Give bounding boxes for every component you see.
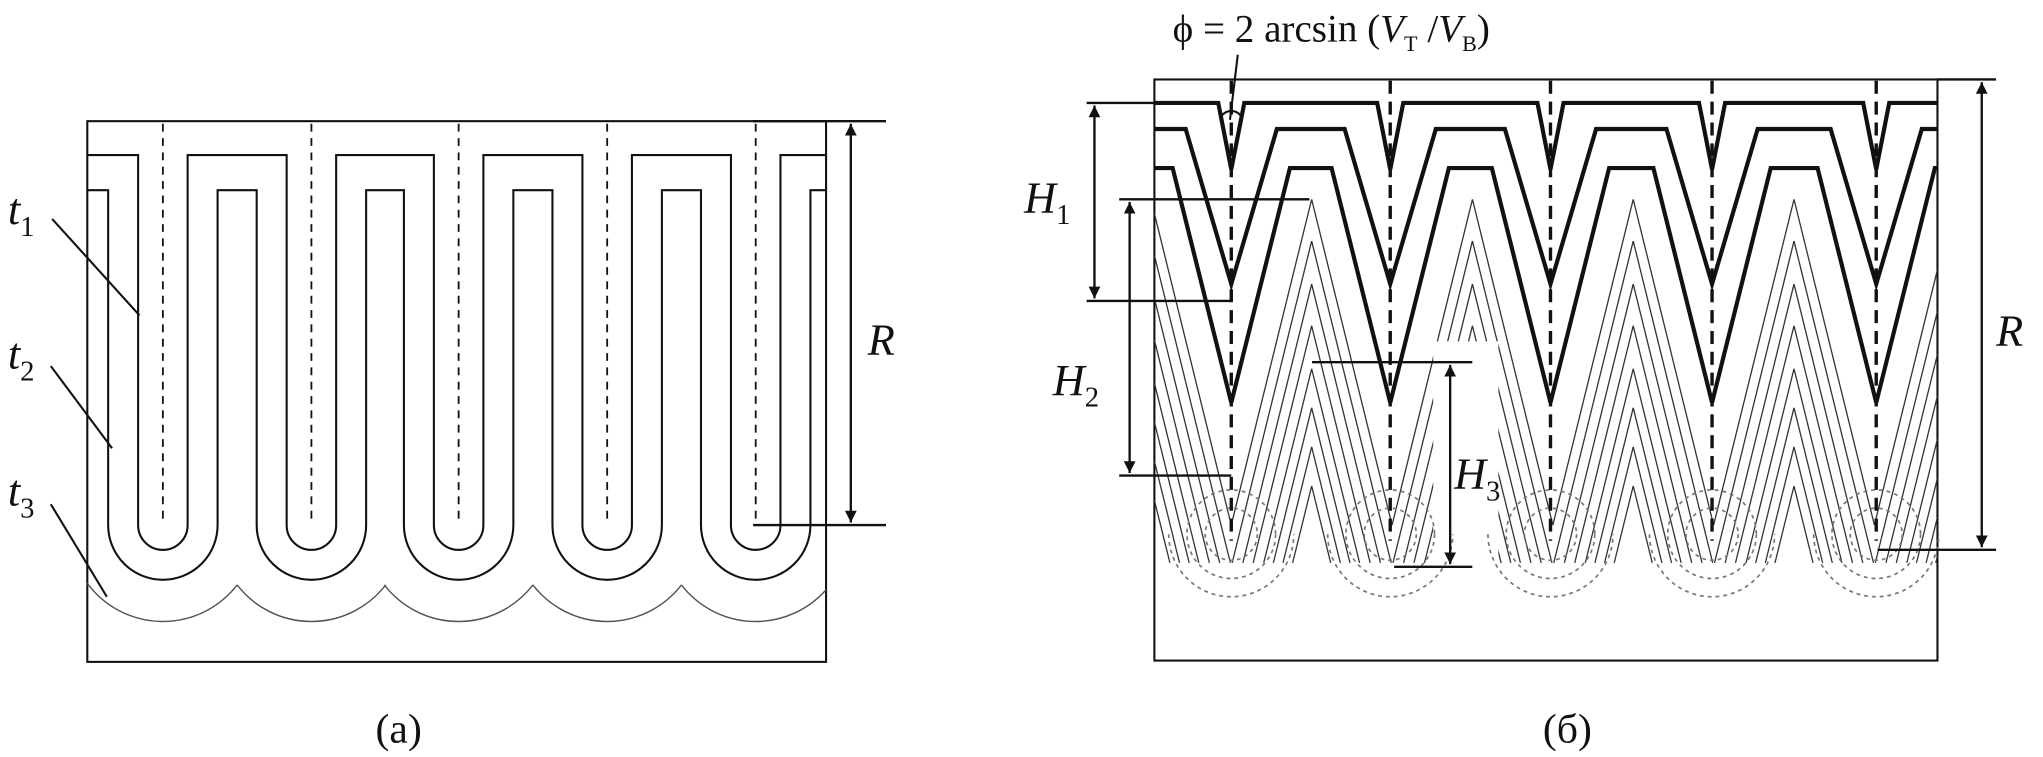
panel-a-center-lines (161, 123, 757, 526)
dashed-circle-outer (1505, 489, 1596, 580)
formula-phi: ϕ = 2 arcsin (VT /VB) (1173, 8, 1490, 56)
thin-zigzag-line (1153, 446, 1939, 564)
label-t2: t2 (8, 330, 35, 388)
thin-zigzag-line (1153, 368, 1939, 564)
dashed-circle-inner (1523, 507, 1578, 562)
dotted-arc (1167, 534, 1295, 598)
scallop-arc (236, 584, 387, 623)
dashed-circle-outer (1345, 489, 1436, 580)
leader-t1 (51, 218, 141, 317)
dashed-circle-inner (1849, 507, 1904, 562)
label-t1: t1 (8, 185, 35, 243)
label-h3: H3 (1453, 450, 1500, 508)
panel-b-frame (1153, 78, 1939, 662)
caption-a: (a) (376, 707, 422, 753)
panel-b-center-lines (1229, 80, 1878, 541)
dashed-circle-outer (1831, 489, 1922, 580)
dashed-circles (1167, 489, 1940, 598)
label-h2: H2 (1052, 356, 1099, 414)
gap-mask (1433, 341, 1499, 563)
front-line-t3 (86, 582, 827, 623)
leader-t2 (49, 365, 113, 449)
scallop-arc (383, 584, 534, 623)
thin-zigzag-line (1153, 283, 1939, 564)
front-line-t2 (87, 189, 827, 581)
scallop-arc (680, 584, 827, 623)
label-h1: H1 (1023, 173, 1070, 231)
scallop-arc (86, 582, 238, 623)
formula-leader (1228, 54, 1239, 120)
thick-zigzag-line (1154, 126, 1938, 292)
scallop-arc (532, 584, 683, 623)
thin-front-lines (1153, 199, 1939, 564)
angle-arc (1219, 109, 1243, 118)
panel-a: t1 t2 t3 R (a) (8, 119, 895, 753)
dashed-circle-inner (1363, 507, 1418, 562)
thick-zigzag-line (1154, 165, 1938, 404)
dashed-circle-outer (1186, 489, 1277, 580)
thick-zigzag-line (1154, 100, 1938, 170)
dashed-circle-inner (1204, 507, 1259, 562)
thick-front-lines (1154, 100, 1938, 404)
dotted-arc (1487, 534, 1614, 598)
dashed-circle-inner (1685, 507, 1739, 562)
panel-b: ϕ = 2 arcsin (VT /VB) H1 H2 H3 R (б) (1023, 8, 2023, 753)
dashed-circle-outer (1666, 489, 1758, 580)
dotted-arc (1648, 534, 1776, 598)
dotted-arc (1812, 534, 1940, 598)
caption-b: (б) (1543, 707, 1592, 753)
panel-a-frame (86, 120, 828, 663)
leader-t3 (49, 503, 108, 598)
label-r-b: R (1995, 306, 2023, 355)
front-line-t1 (87, 154, 827, 551)
label-t3: t3 (8, 467, 35, 525)
thin-zigzag-line (1153, 240, 1939, 564)
label-r-a: R (867, 315, 895, 364)
